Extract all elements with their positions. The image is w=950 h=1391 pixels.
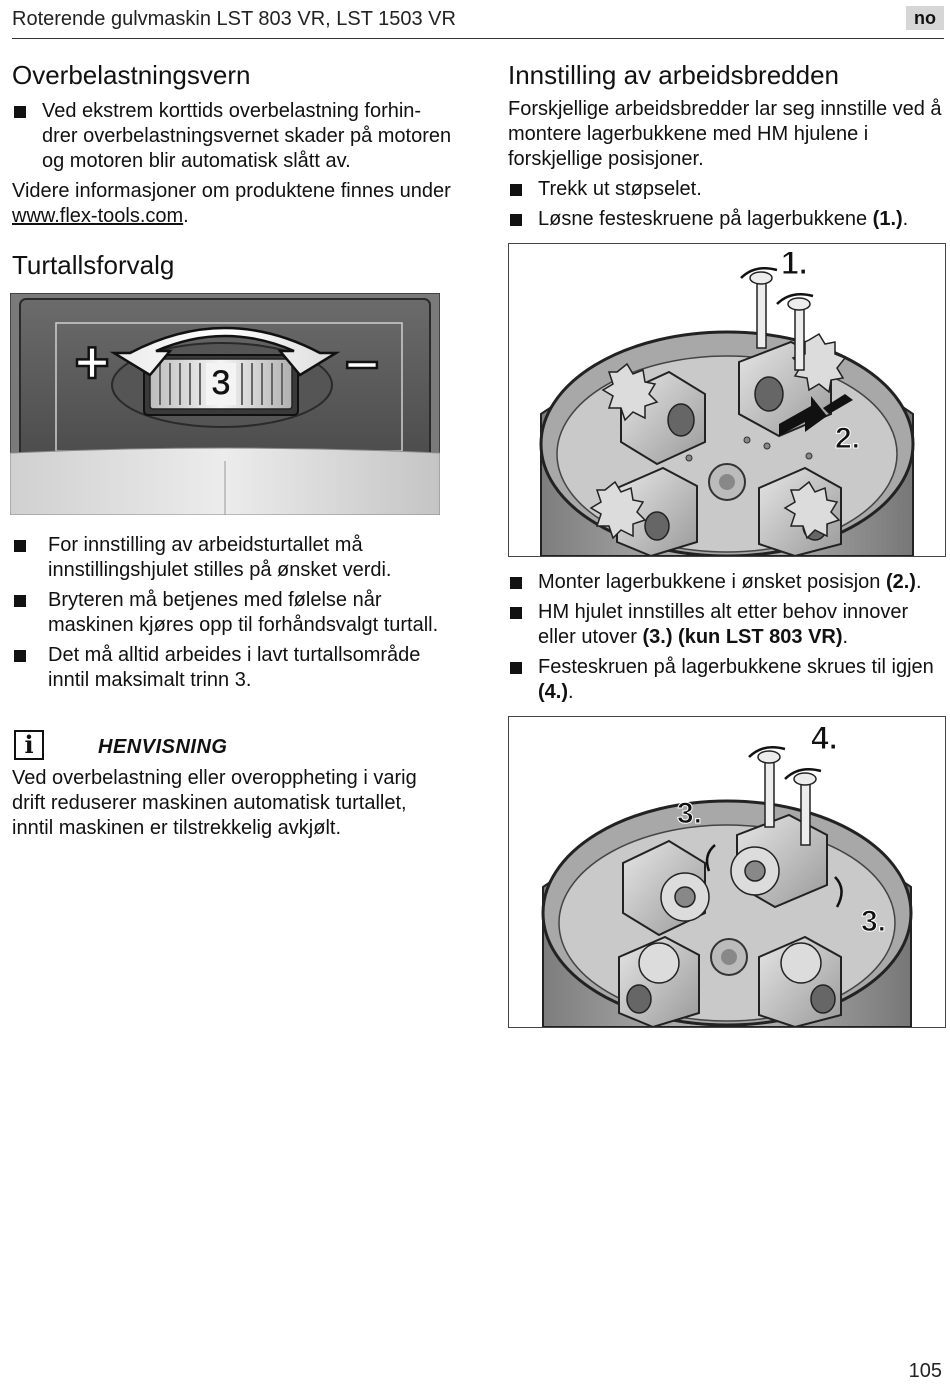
list-item: Monter lagerbukkene i ønsket posisjon (2… (508, 570, 944, 595)
list-item: Festeskruen på lagerbukkene skrues til i… (508, 655, 944, 705)
square-bullet-icon (14, 540, 26, 552)
square-bullet-icon (510, 662, 522, 674)
width-section: Innstilling av arbeidsbredden Forskjelli… (508, 60, 944, 237)
bearing-figure-2: 4. 3. 3. (508, 716, 946, 1028)
step-label-3b: 3. (861, 905, 886, 938)
bearing-illustration-2: 4. 3. 3. (541, 720, 913, 1027)
plus-sign: + (74, 329, 109, 396)
square-bullet-icon (510, 214, 522, 226)
list-item: Løsne festeskruene på lagerbukkene (1.). (508, 207, 944, 232)
square-bullet-icon (510, 607, 522, 619)
speed-list: For innstilling av arbeidsturtallet må i… (12, 533, 452, 693)
list-item: Bryteren må betjenes med følelse når mas… (12, 588, 452, 638)
square-bullet-icon (14, 650, 26, 662)
step-label-3a: 3. (677, 797, 702, 830)
more-info-text: Videre informasjoner om produktene finne… (12, 180, 451, 227)
step-label-2: 2. (835, 422, 860, 455)
note-header: i HENVISNING (12, 726, 452, 766)
speed-dial-illustration: 3 + – (10, 293, 440, 515)
overload-heading: Overbelastningsvern (12, 60, 251, 90)
speed-bullets: For innstilling av arbeidsturtallet må i… (12, 533, 452, 698)
square-bullet-icon (14, 106, 26, 118)
width-list-bottom: Monter lagerbukkene i ønsket posisjon (2… (508, 570, 944, 705)
page-header-title: Roterende gulvmaskin LST 803 VR, LST 150… (12, 8, 456, 30)
list-item-text: Ved ekstrem korttids overbelastning forh… (42, 100, 452, 172)
speed-dial-figure: 3 + – (10, 293, 440, 515)
speed-heading-wrap: Turtallsforvalg (12, 250, 452, 281)
note-section: i HENVISNING Ved overbelastning eller ov… (12, 726, 452, 841)
speed-heading: Turtallsforvalg (12, 250, 175, 280)
note-text: Ved overbelastning eller overoppheting i… (12, 767, 417, 839)
width-intro: Forskjellige arbeidsbredder lar seg inns… (508, 98, 942, 170)
width-bullets-bottom: Monter lagerbukkene i ønsket posisjon (2… (508, 570, 944, 710)
info-icon: i (14, 730, 44, 760)
overload-section: Overbelastningsvern Ved ekstrem korttids… (12, 60, 452, 229)
note-label: HENVISNING (98, 736, 228, 758)
minus-sign: – (345, 327, 378, 394)
square-bullet-icon (14, 595, 26, 607)
step-label-4: 4. (811, 720, 838, 756)
square-bullet-icon (510, 577, 522, 589)
header-rule (12, 38, 944, 39)
list-item: HM hjulet innstilles alt etter behov inn… (508, 600, 944, 650)
dial-value-label: 3 (212, 364, 231, 402)
language-badge: no (906, 6, 944, 30)
square-bullet-icon (510, 184, 522, 196)
list-item: Det må alltid arbeides i lavt turtallsom… (12, 643, 452, 693)
overload-list: Ved ekstrem korttids overbelastning forh… (12, 99, 452, 174)
list-item: Ved ekstrem korttids overbelastning forh… (12, 99, 452, 174)
flex-tools-link[interactable]: www.flex-tools.com (12, 205, 184, 227)
page-number: 105 (908, 1360, 942, 1382)
width-list-top: Trekk ut støpselet. Løsne festeskruene p… (508, 177, 944, 232)
bearing-illustration-1: 1. 2. (539, 245, 915, 556)
bearing-figure-1: 1. 2. (508, 243, 946, 557)
list-item: Trekk ut støpselet. (508, 177, 944, 202)
list-item: For innstilling av arbeidsturtallet må i… (12, 533, 452, 583)
width-heading: Innstilling av arbeidsbredden (508, 60, 839, 90)
step-label-1: 1. (781, 245, 808, 281)
